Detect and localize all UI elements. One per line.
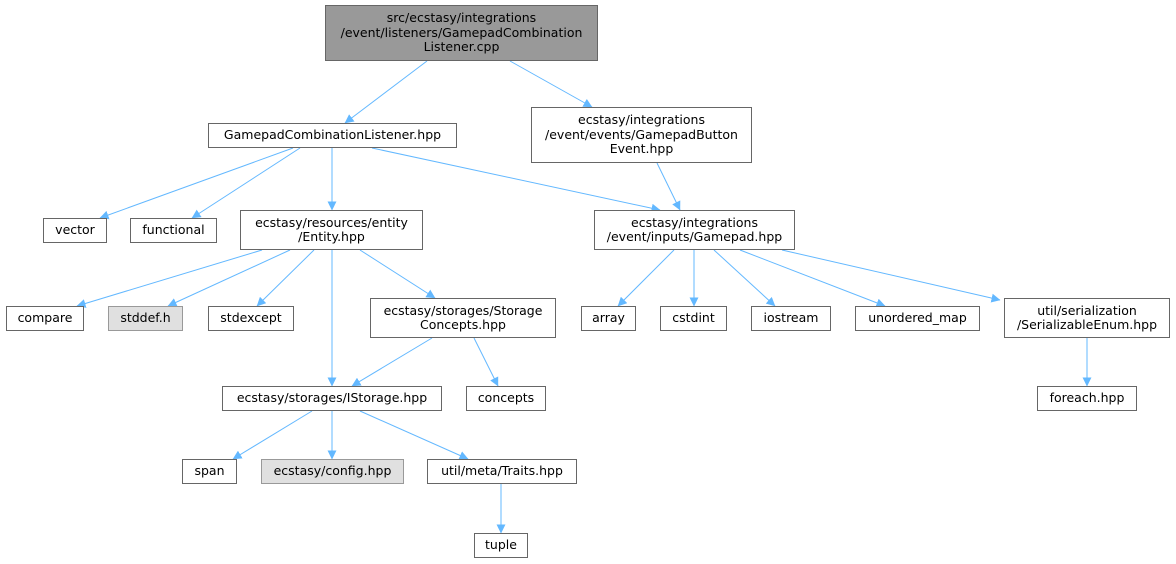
node-stddef-h[interactable]: stddef.h [108, 306, 183, 331]
node-span[interactable]: span [182, 459, 237, 484]
edge-entity-to-stddef [167, 249, 291, 307]
node-gamepad-combination-listener-hpp[interactable]: GamepadCombinationListener.hpp [208, 123, 457, 148]
edge-entity-to-compare [76, 249, 263, 308]
edge-root-to-gbe [509, 60, 593, 108]
edge-entity-to-storconc [359, 249, 436, 299]
edge-gcl-to-vector [99, 147, 294, 220]
node-gamepad-hpp[interactable]: ecstasy/integrations /event/inputs/Gamep… [594, 210, 795, 250]
edge-istorage-to-span [232, 410, 313, 460]
edge-entity-to-stdexcept [256, 249, 315, 307]
edge-gbe-to-gamepad [656, 162, 681, 211]
edge-gcl-to-functional [191, 147, 301, 219]
node-compare[interactable]: compare [6, 306, 84, 331]
node-istorage-hpp[interactable]: ecstasy/storages/IStorage.hpp [222, 386, 442, 411]
node-iostream[interactable]: iostream [751, 306, 831, 331]
edge-storconc-to-concepts [473, 337, 499, 387]
node-stdexcept[interactable]: stdexcept [208, 306, 294, 331]
edge-gamepad-to-serenum [781, 249, 1001, 303]
node-foreach-hpp[interactable]: foreach.hpp [1037, 386, 1137, 411]
node-cstdint[interactable]: cstdint [660, 306, 727, 331]
node-array[interactable]: array [581, 306, 636, 331]
node-serializable-enum-hpp[interactable]: util/serialization /SerializableEnum.hpp [1004, 298, 1170, 338]
node-functional[interactable]: functional [130, 218, 217, 243]
edge-gamepad-to-array [617, 249, 675, 307]
node-root-file[interactable]: src/ecstasy/integrations /event/listener… [325, 5, 598, 61]
edge-gamepad-to-umap [739, 249, 886, 308]
edge-gamepad-to-iostream [713, 249, 776, 307]
node-tuple[interactable]: tuple [474, 533, 528, 558]
edge-storconc-to-istorage [351, 337, 433, 387]
node-entity-hpp[interactable]: ecstasy/resources/entity /Entity.hpp [240, 210, 423, 250]
node-concepts[interactable]: concepts [466, 386, 546, 411]
node-config-hpp[interactable]: ecstasy/config.hpp [261, 459, 404, 484]
node-unordered-map[interactable]: unordered_map [855, 306, 980, 331]
node-vector[interactable]: vector [43, 218, 107, 243]
edge-gcl-to-gamepad [371, 147, 661, 213]
edge-istorage-to-traits [359, 410, 469, 460]
node-traits-hpp[interactable]: util/meta/Traits.hpp [427, 459, 577, 484]
node-gamepad-button-event-hpp[interactable]: ecstasy/integrations /event/events/Gamep… [531, 107, 752, 163]
node-storage-concepts-hpp[interactable]: ecstasy/storages/Storage Concepts.hpp [370, 298, 556, 338]
edge-root-to-gcl [344, 60, 428, 124]
